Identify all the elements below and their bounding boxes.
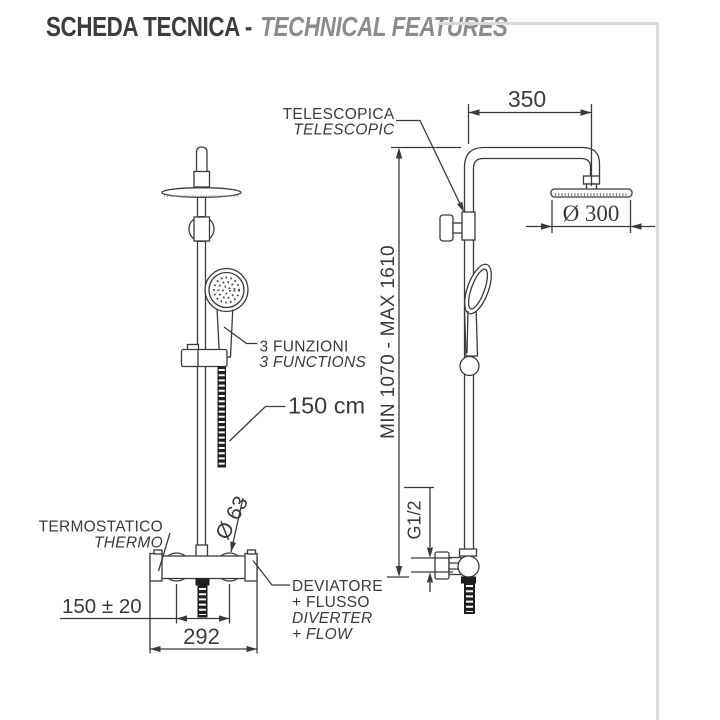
label-diverter-it-1: DEVIATORE: [292, 578, 383, 595]
page-title: SCHEDA TECNICA - TECHNICAL FEATURES: [46, 11, 508, 43]
front-thermostatic-mixer: [149, 544, 258, 618]
title-rule-line: [438, 22, 657, 25]
page-title-english: TECHNICAL FEATURES: [260, 11, 508, 42]
dimension-mixer-width: 292: [149, 581, 258, 654]
thermo-leader-line: [157, 532, 171, 572]
dimension-height-range: MIN 1070 - MAX 1610: [378, 146, 461, 578]
hose-length-leader-line: [229, 405, 286, 442]
right-frame-line: [656, 22, 659, 720]
dim-handshower-diameter-text: Ø 63: [211, 492, 253, 543]
dim-arm-reach-text: 350: [508, 86, 546, 112]
label-thermo-en: THERMO: [94, 535, 163, 552]
dim-mixer-width-text: 292: [183, 624, 220, 649]
telescopic-leader: [396, 119, 464, 212]
dimension-inlet-thread: G1/2: [404, 486, 453, 592]
label-thermo-it: TERMOSTATICO: [39, 519, 163, 536]
dimension-head-diameter: Ø 300: [526, 200, 655, 233]
dim-head-diameter-text: Ø 300: [563, 201, 620, 226]
front-slider-bracket: [180, 343, 228, 368]
handshower-diameter-leader: [230, 497, 244, 553]
label-functions-en: 3 FUNCTIONS: [260, 354, 367, 371]
diverter-leader-line: [252, 560, 290, 586]
front-ring-joint: [188, 215, 215, 243]
dimension-arm-reach: 350: [467, 86, 593, 186]
dim-inlet-centers-text: 150 ± 20: [62, 595, 142, 618]
front-hose: [217, 366, 226, 468]
side-hand-shower: [459, 263, 492, 377]
label-hose-length: 150 cm: [288, 393, 365, 419]
label-diverter-en-2: + FLOW: [292, 626, 353, 643]
side-wall-connection: [434, 548, 480, 614]
label-diverter-it-2: + FLUSSO: [292, 594, 370, 611]
dimension-inlet-centers: 150 ± 20: [60, 584, 231, 624]
label-diverter-en-1: DIVERTER: [292, 610, 373, 627]
functions-leader-line: [223, 326, 258, 345]
front-view-drawing: 150 ± 20 292 3 FUNZIONI 3 FUNCTIONS 150 …: [39, 146, 383, 654]
side-telescopic-knob: [439, 211, 476, 242]
front-top-cap: [193, 146, 211, 188]
label-telescopic-it: TELESCOPICA: [283, 106, 395, 123]
label-telescopic-en: TELESCOPIC: [293, 122, 395, 139]
label-functions-it: 3 FUNZIONI: [260, 339, 349, 356]
page-title-italian: SCHEDA TECNICA -: [46, 11, 252, 42]
dim-inlet-thread-text: G1/2: [405, 500, 425, 539]
side-view-drawing: 350 Ø 300 MIN 1070 - MAX 1610 G1/2 T: [283, 86, 655, 614]
side-shower-head: [550, 188, 633, 198]
dim-height-range-text: MIN 1070 - MAX 1610: [378, 245, 399, 439]
front-shower-head: [161, 187, 242, 198]
front-column-pipe: [196, 197, 207, 546]
front-hand-shower: [204, 267, 249, 358]
